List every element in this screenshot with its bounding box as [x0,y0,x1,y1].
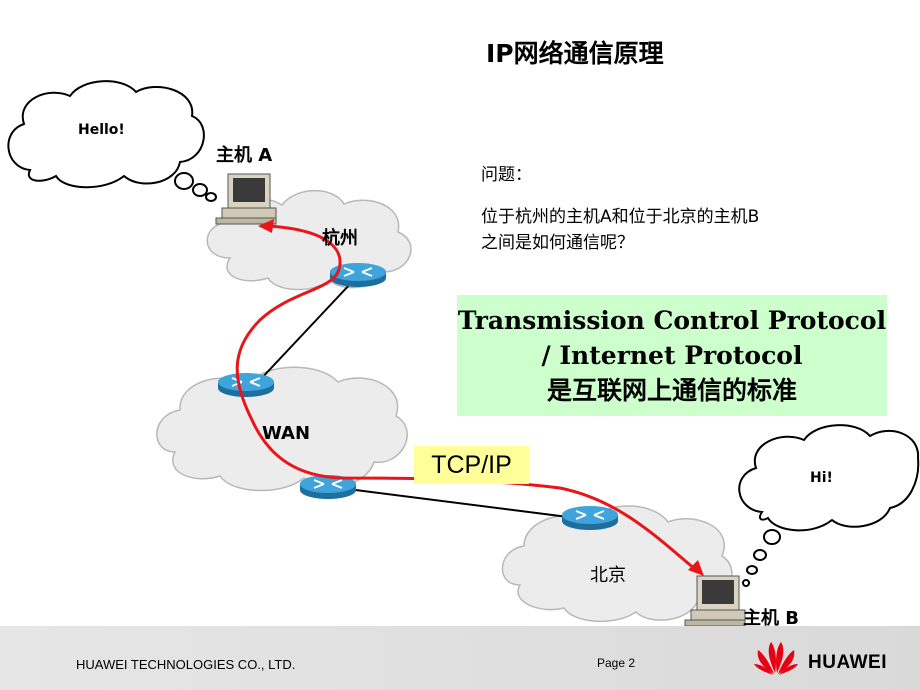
link-wan-beijing [339,487,577,519]
question-line-2: 之间是如何通信呢？ [481,233,634,253]
page-title: IP网络通信原理 [486,39,664,68]
cloud-label-wan: WAN [262,423,311,444]
host-b-label: 主机 B [743,608,799,629]
link-hangzhou-wan [257,281,353,383]
cloud-beijing [501,505,733,622]
bubble-text-hello: Hello! [78,122,125,138]
footer-company: HUAWEI TECHNOLOGIES CO., LTD. [76,657,296,672]
path-arrowhead-host-b [688,560,704,576]
protocol-definition-box: Transmission Control Protocol / Internet… [457,295,887,416]
communication-path [235,224,697,572]
path-arrowhead-host-a [258,219,274,233]
huawei-logo-icon [754,642,798,675]
host-a-label: 主机 A [216,145,273,166]
router-wan-top [217,372,275,398]
protocol-line-1: Transmission Control Protocol [457,306,887,335]
protocol-line-2: / Internet Protocol [541,341,803,370]
footer-brand: HUAWEI [808,652,887,673]
router-beijing [561,505,619,531]
bubble-text-hi: Hi! [810,470,833,486]
cloud-label-beijing: 北京 [590,565,626,586]
thought-bubble-host-a [7,80,217,202]
tcpip-label: TCP/IP [414,446,529,484]
protocol-line-3: 是互联网上通信的标准 [546,376,797,405]
footer-bar [0,626,920,690]
thought-bubble-host-b [738,424,920,587]
question-line-1: 位于杭州的主机A和位于北京的主机B [481,207,760,227]
cloud-wan [156,366,408,492]
question-label: 问题： [481,165,532,185]
pc-host-a-icon [215,173,277,225]
footer-page-number: Page 2 [597,656,636,670]
cloud-label-hangzhou: 杭州 [322,228,358,249]
